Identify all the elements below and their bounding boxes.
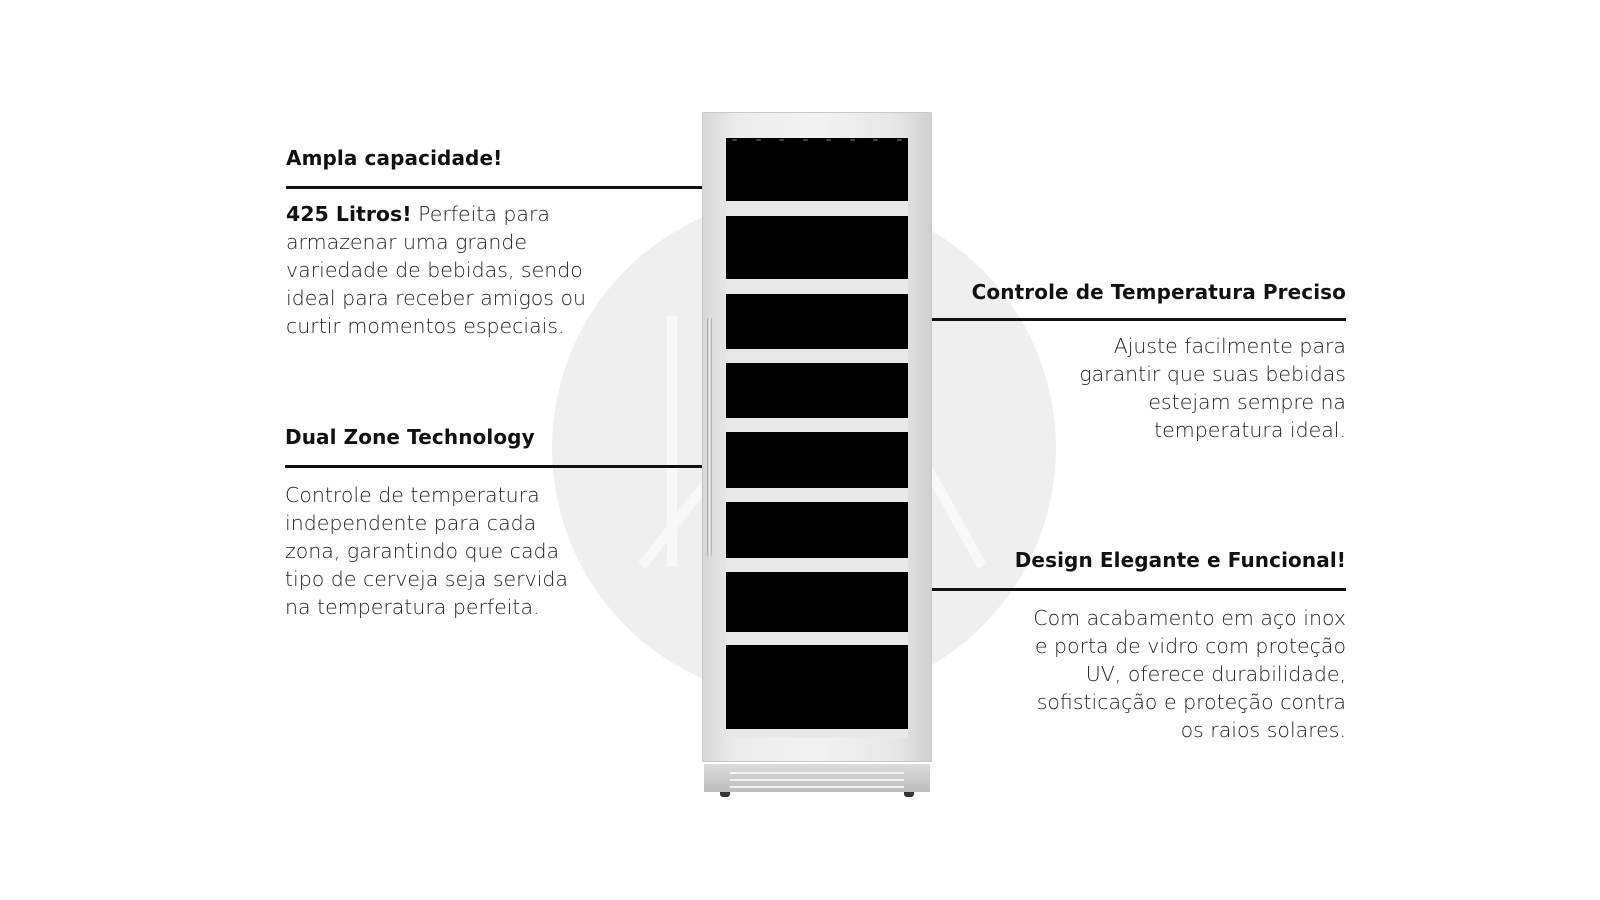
shelf-panel <box>726 294 908 349</box>
shelf-panel <box>726 432 908 488</box>
shelf-panel <box>726 363 908 418</box>
feature-temperature-divider <box>931 318 1346 321</box>
shelf-panel <box>726 572 908 632</box>
feature-dual-zone: Dual Zone Technology Controle de tempera… <box>285 425 703 619</box>
feature-dual-zone-divider <box>285 465 703 468</box>
shelf-panel <box>726 216 908 279</box>
vent-slat <box>730 786 904 788</box>
feature-design-title: Design Elegante e Funcional! <box>1014 548 1346 572</box>
feature-dual-zone-title: Dual Zone Technology <box>285 425 535 449</box>
wine-cooler-image <box>702 112 932 797</box>
shelf-panel <box>726 645 908 729</box>
feature-dual-zone-description: Controle de temperatura independente par… <box>285 483 568 619</box>
feature-capacity-title: Ampla capacidade! <box>286 146 503 170</box>
feature-temperature-description: Ajuste facilmente para garantir que suas… <box>1079 334 1346 442</box>
shelf-panel <box>726 502 908 558</box>
vent-slat <box>730 772 904 774</box>
feature-design-description: Com acabamento em aço inox e porta de vi… <box>1033 606 1346 742</box>
door-handle <box>707 317 712 557</box>
feature-capacity: Ampla capacidade! 425 Litros! Perfeita p… <box>286 146 702 338</box>
feature-design: Design Elegante e Funcional! Com acabame… <box>931 548 1346 742</box>
feature-capacity-highlight: 425 Litros! <box>286 202 412 226</box>
feature-capacity-description: 425 Litros! Perfeita para armazenar uma … <box>286 200 606 340</box>
vent-slat <box>730 779 904 781</box>
shelf-panel <box>726 138 908 201</box>
feature-temperature-title: Controle de Temperatura Preciso <box>971 280 1346 304</box>
foot-right <box>904 792 914 797</box>
feature-capacity-divider <box>286 186 702 189</box>
foot-left <box>720 792 730 797</box>
control-display <box>732 139 902 143</box>
feature-design-divider <box>931 588 1346 591</box>
feature-capacity-text: Perfeita para armazenar uma grande varie… <box>286 202 587 338</box>
feature-temperature: Controle de Temperatura Preciso Ajuste f… <box>931 280 1346 442</box>
